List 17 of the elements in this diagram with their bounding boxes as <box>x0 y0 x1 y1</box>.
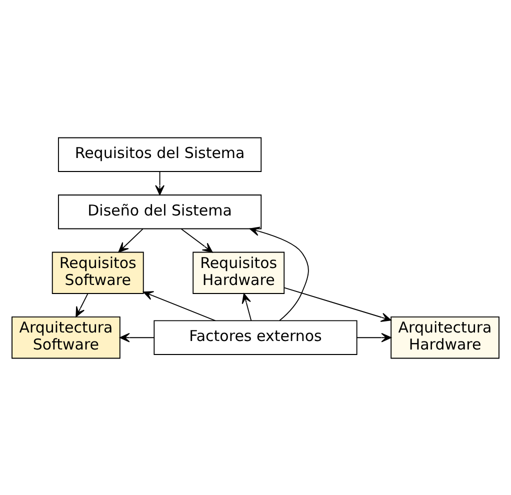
node-box: Arquitectura Software <box>12 316 120 358</box>
arrow <box>155 170 164 195</box>
node-box: Diseño del Sistema <box>58 194 262 229</box>
arrow <box>242 292 252 320</box>
node-box: Requisitos del Sistema <box>58 136 262 172</box>
arrow <box>76 292 88 317</box>
node-box: Arquitectura Hardware <box>390 316 500 358</box>
arrow <box>284 286 392 322</box>
arrow <box>249 226 309 321</box>
arrow <box>120 332 155 342</box>
node-box: Requisitos Software <box>52 251 144 294</box>
node-box: Factores externos <box>154 320 358 354</box>
arrow <box>118 228 144 252</box>
node-box: Requisitos Hardware <box>192 251 285 294</box>
arrow <box>180 228 213 252</box>
arrow <box>143 290 216 321</box>
arrow <box>356 332 392 342</box>
